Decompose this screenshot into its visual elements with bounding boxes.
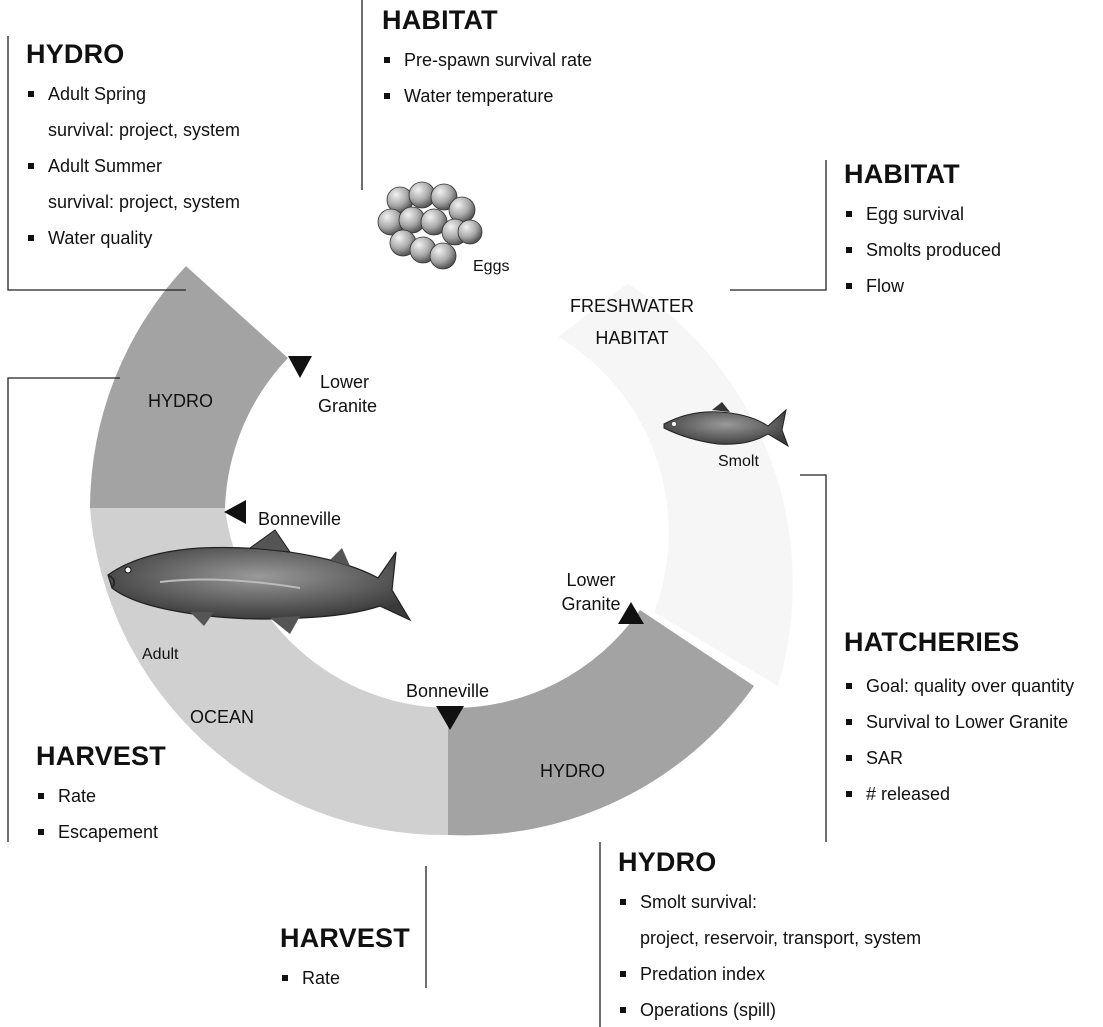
hydro-adult-block: HYDRO Adult Spring survival: project, sy… [26,38,240,256]
harvest-bottom-list: Rate [280,960,410,996]
habitat-top-list: Pre-spawn survival rate Water temperatur… [382,42,592,114]
list-item: Goal: quality over quantity [844,668,1074,704]
ocean-label: OCEAN [190,707,255,727]
connector-lines [7,0,827,1027]
list-item: Pre-spawn survival rate [382,42,592,78]
connector-harvest-left [7,377,120,842]
connector-hydro-adult [7,36,186,291]
hydro-segment-upstream [90,266,288,508]
harvest-left-block: HARVEST Rate Escapement [36,740,166,850]
list-item: Smolts produced [844,232,1001,268]
list-item: Smolt survival: [618,884,921,920]
hydro-adult-heading: HYDRO [26,39,125,69]
hydro-upper-label: HYDRO [148,391,214,411]
list-item: survival: project, system [48,120,241,140]
connector-hatcheries [800,474,827,842]
hydro-smolt-list: Smolt survival: project, reservoir, tran… [618,884,921,1027]
hydro-adult-list: Adult Spring survival: project, system A… [26,76,240,256]
list-item: Rate [36,778,166,814]
list-item: Water quality [26,220,240,256]
freshwater-habitat-segment [558,283,793,686]
habitat-top-heading: HABITAT [382,5,498,35]
bonneville-smolt-marker [436,706,464,730]
hydro-lower-label: HYDRO [540,761,606,781]
hydro-smolt-heading: HYDRO [618,847,717,877]
hydro-smolt-block: HYDRO Smolt survival: project, reservoir… [618,846,921,1027]
adult-salmon-illustration [107,529,412,634]
lower-granite-adult-marker [288,356,312,378]
list-item: Escapement [36,814,166,850]
freshwater-label-line1: FRESHWATER [570,296,694,316]
list-item: Egg survival [844,196,1001,232]
list-item: # released [844,776,1074,812]
freshwater-habitat-label: FRESHWATER HABITAT [562,290,702,354]
bonneville-smolt-label: Bonneville [406,681,490,701]
habitat-right-list: Egg survival Smolts produced Flow [844,196,1001,304]
lower-granite-adult-label: Lower Granite [318,370,377,418]
harvest-bottom-heading: HARVEST [280,923,410,953]
list-item: Predation index [618,956,921,992]
lower-granite-adult-line2: Granite [318,396,378,416]
list-item: Water temperature [382,78,592,114]
harvest-left-heading: HARVEST [36,741,166,771]
list-item: survival: project, system [48,192,241,212]
list-item: Rate [280,960,410,996]
list-item: SAR [844,740,1074,776]
freshwater-label-line2: HABITAT [595,328,669,348]
list-item: Adult Summer [26,148,240,184]
eggs-label: Eggs [473,258,510,275]
habitat-right-heading: HABITAT [844,159,960,189]
list-item: Operations (spill) [618,992,921,1027]
lower-granite-adult-line1: Lower [320,372,370,392]
habitat-top-block: HABITAT Pre-spawn survival rate Water te… [382,4,592,114]
smolt-label: Smolt [718,453,759,470]
harvest-bottom-block: HARVEST Rate [280,922,410,996]
dam-markers [224,356,644,730]
hydro-segment-downstream [448,610,754,836]
ring-upper-white [186,197,628,358]
list-item: project, reservoir, transport, system [640,928,922,948]
list-item: Adult Spring [26,76,240,112]
harvest-left-list: Rate Escapement [36,778,166,850]
bonneville-adult-marker [224,500,246,524]
lower-granite-smolt-line1: Lower [566,570,616,590]
eggs-illustration [377,181,483,270]
lower-granite-smolt-marker [618,602,644,624]
connector-habitat-right [730,160,827,291]
habitat-right-block: HABITAT Egg survival Smolts produced Flo… [844,158,1001,304]
list-item: Flow [844,268,1001,304]
lower-granite-smolt-line2: Granite [561,594,621,614]
smolt-illustration [663,402,789,448]
hatcheries-list: Goal: quality over quantity Survival to … [844,668,1074,812]
lower-granite-smolt-label: Lower Granite [556,568,626,616]
hatcheries-block: HATCHERIES Goal: quality over quantity S… [844,626,1074,812]
list-item: Survival to Lower Granite [844,704,1074,740]
hatcheries-heading: HATCHERIES [844,627,1020,657]
bonneville-adult-label: Bonneville [258,509,342,529]
adult-label: Adult [142,646,179,663]
